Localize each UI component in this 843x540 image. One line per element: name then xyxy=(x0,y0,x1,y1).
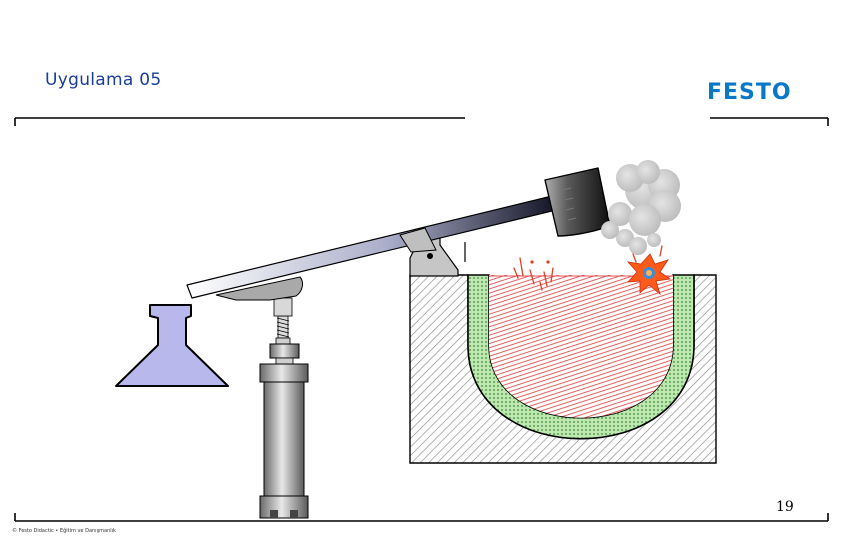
lever-arm xyxy=(186,195,557,301)
melting-vessel xyxy=(409,242,717,464)
smoke-cloud xyxy=(601,160,681,255)
pneumatic-cylinder xyxy=(259,297,309,519)
explosion-burst xyxy=(626,253,672,296)
slide-title: Uygulama 05 xyxy=(45,70,162,90)
flask xyxy=(115,304,229,387)
sparks xyxy=(513,245,663,291)
festo-logo: FESTO xyxy=(707,80,792,105)
footer-copyright: © Festo Didactic • Eğitim ve Danışmanlık xyxy=(12,528,116,534)
bucket xyxy=(544,167,611,237)
header-rule xyxy=(14,117,829,126)
page-number: 19 xyxy=(776,499,794,515)
footer-rule xyxy=(14,513,829,522)
